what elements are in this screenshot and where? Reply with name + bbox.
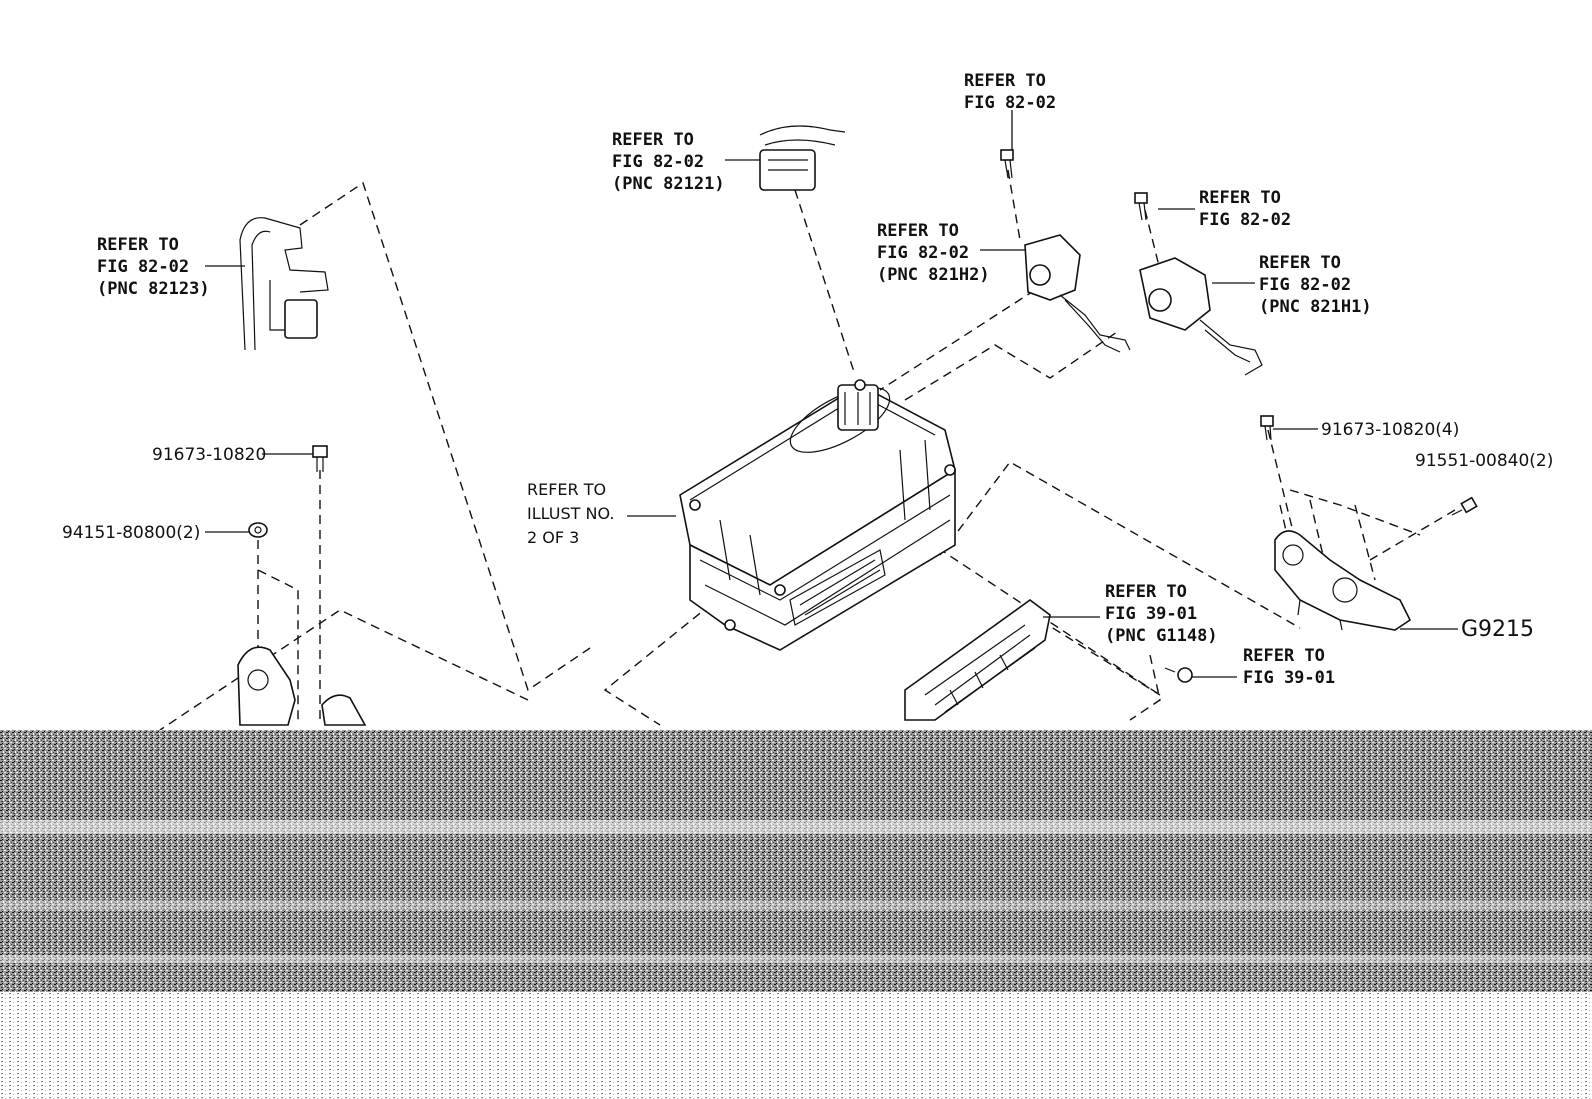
nut-94151-icon xyxy=(248,522,268,538)
wire-harness-82123 xyxy=(239,217,329,351)
svg-text:(PNC G1148): (PNC G1148) xyxy=(1105,626,1218,646)
svg-text:FIG 82-02: FIG 82-02 xyxy=(1259,275,1351,295)
plate-G1148 xyxy=(904,599,1051,721)
svg-text:REFER TO: REFER TO xyxy=(964,71,1046,91)
bolt-right-top-icon xyxy=(1134,192,1148,221)
svg-text:FIG 82-02: FIG 82-02 xyxy=(97,257,189,277)
part-number-bolt-right: 91673-10820(4) xyxy=(1321,420,1459,440)
callout-refer-82121: REFER TO FIG 82-02 (PNC 82121) xyxy=(612,130,725,194)
connector-82121 xyxy=(759,125,846,191)
svg-text:FIG 82-02: FIG 82-02 xyxy=(877,243,969,263)
svg-text:(PNC 82123): (PNC 82123) xyxy=(97,279,210,299)
leader-lines xyxy=(205,110,1458,678)
sensor-821H2 xyxy=(1024,234,1131,353)
svg-text:REFER TO: REFER TO xyxy=(527,480,606,499)
svg-text:(PNC 821H2): (PNC 821H2) xyxy=(877,265,990,285)
svg-text:REFER TO: REFER TO xyxy=(612,130,694,150)
bracket-G9215 xyxy=(1274,530,1412,631)
bolt-91673-left-icon xyxy=(312,445,328,472)
svg-text:REFER TO: REFER TO xyxy=(1199,188,1281,208)
bolts xyxy=(248,149,1478,683)
svg-text:2 OF 3: 2 OF 3 xyxy=(527,528,579,547)
svg-text:FIG 82-02: FIG 82-02 xyxy=(612,152,704,172)
svg-text:FIG 39-01: FIG 39-01 xyxy=(1243,668,1335,688)
svg-text:ILLUST NO.: ILLUST NO. xyxy=(527,504,614,523)
callout-refer-illust: REFER TO ILLUST NO. 2 OF 3 xyxy=(527,480,614,547)
svg-text:REFER TO: REFER TO xyxy=(1105,582,1187,602)
callout-refer-right-bolt: REFER TO FIG 82-02 xyxy=(1199,188,1291,230)
svg-text:REFER TO: REFER TO xyxy=(877,221,959,241)
image-noise-region xyxy=(0,730,1592,1099)
callout-refer-821H2: REFER TO FIG 82-02 (PNC 821H2) xyxy=(877,221,990,285)
svg-text:(PNC 821H1): (PNC 821H1) xyxy=(1259,297,1372,317)
left-brackets xyxy=(237,646,367,726)
svg-text:(PNC 82121): (PNC 82121) xyxy=(612,174,725,194)
svg-text:FIG 82-02: FIG 82-02 xyxy=(1199,210,1291,230)
svg-text:REFER TO: REFER TO xyxy=(1243,646,1325,666)
bolt-91673-right-icon xyxy=(1260,415,1274,441)
callout-refer-top: REFER TO FIG 82-02 xyxy=(964,71,1056,113)
dashed-assembly-lines xyxy=(159,169,1456,731)
part-number-nut-left: 94151-80800(2) xyxy=(62,523,200,543)
callout-refer-39-01: REFER TO FIG 39-01 xyxy=(1243,646,1335,688)
svg-text:FIG 82-02: FIG 82-02 xyxy=(964,93,1056,113)
callout-refer-82123: REFER TO FIG 82-02 (PNC 82123) xyxy=(97,235,210,299)
svg-text:REFER TO: REFER TO xyxy=(1259,253,1341,273)
svg-text:FIG 39-01: FIG 39-01 xyxy=(1105,604,1197,624)
part-number-bolt-left: 91673-10820 xyxy=(152,445,266,465)
bolt-91551-icon xyxy=(1451,496,1478,516)
svg-text:REFER TO: REFER TO xyxy=(97,235,179,255)
part-number-bracket-G9215: G9215 xyxy=(1461,617,1534,642)
bolt-39-01-icon xyxy=(1164,667,1193,683)
inverter-assembly xyxy=(679,379,956,651)
part-number-bolt-far-right: 91551-00840(2) xyxy=(1415,451,1553,471)
callout-refer-G1148: REFER TO FIG 39-01 (PNC G1148) xyxy=(1105,582,1218,646)
sensor-821H1 xyxy=(1139,257,1263,376)
callout-refer-821H1: REFER TO FIG 82-02 (PNC 821H1) xyxy=(1259,253,1372,317)
bolt-top-icon xyxy=(1000,149,1014,179)
